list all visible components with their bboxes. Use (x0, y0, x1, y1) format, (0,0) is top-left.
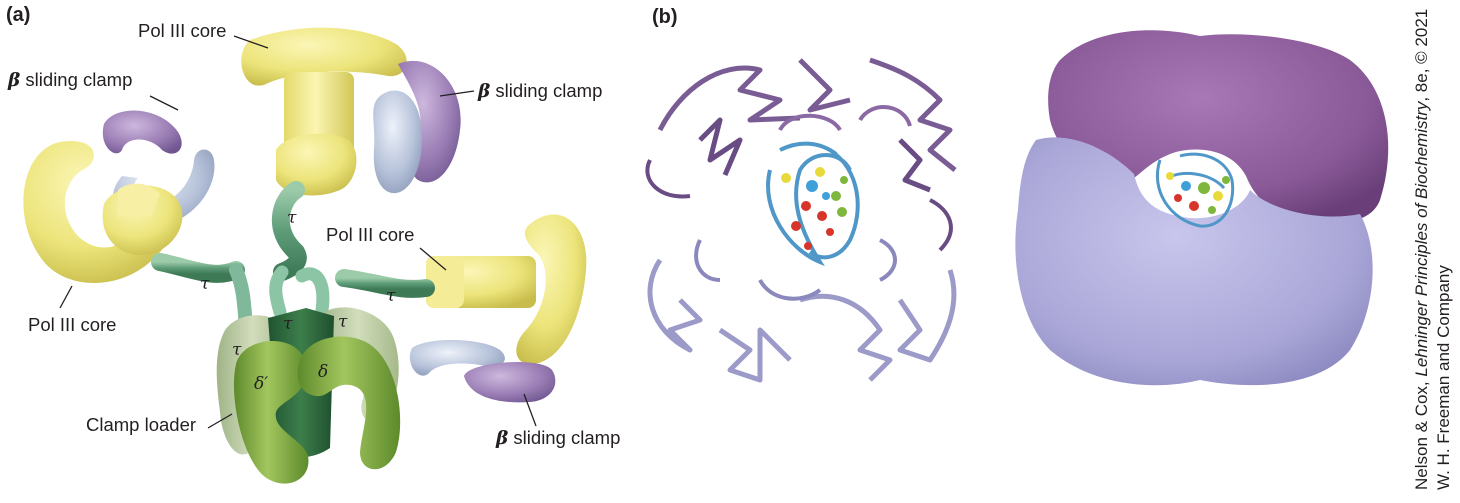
beta-symbol: β (496, 428, 509, 449)
delta-label: δ (318, 362, 329, 382)
label-beta-clamp-top-right: β sliding clamp (478, 80, 603, 102)
surface-dna-bases (1166, 172, 1230, 214)
panel-label-a: (a) (6, 4, 31, 26)
label-beta-clamp-top-left: β sliding clamp (8, 69, 133, 91)
pol-core-left (23, 141, 183, 283)
panel-b-ribbon-structure (645, 57, 957, 383)
label-pol-core-top: Pol III core (138, 20, 227, 41)
label-text: sliding clamp (490, 80, 603, 101)
panel-label-b: (b) (652, 6, 678, 28)
label-text: sliding clamp (20, 69, 133, 90)
pol-core-top (241, 27, 407, 196)
label-beta-clamp-bottom: β sliding clamp (496, 427, 621, 449)
tau-label-right-linker: τ (386, 286, 396, 306)
dna-bases (781, 167, 848, 250)
beta-symbol: β (8, 70, 21, 91)
credit-line: Nelson & Cox, Lehninger Principles of Bi… (1411, 9, 1455, 490)
credit-edition: , 8e, © 2021 (1412, 8, 1431, 102)
delta-prime-label: δ′ (254, 374, 269, 394)
tau-label-right-loader: τ (338, 312, 348, 332)
label-pol-core-right: Pol III core (326, 224, 415, 245)
panel-b-surface-structure (1015, 30, 1389, 386)
pol-core-right (426, 214, 587, 365)
clamp-ribbon-top (645, 57, 957, 252)
credit-authors: Nelson & Cox, (1412, 376, 1431, 490)
leader-lines (59, 35, 537, 429)
beta-clamp-top-right (373, 60, 461, 194)
label-pol-core-left: Pol III core (28, 314, 117, 335)
clamp-loader (216, 307, 401, 484)
label-clamp-loader: Clamp loader (86, 414, 197, 435)
panel-a-schematic (23, 27, 587, 484)
tau-label-upper: τ (287, 208, 297, 228)
credit-line-2: W. H. Freeman and Company (1434, 265, 1453, 490)
tau-label-center: τ (283, 314, 293, 334)
tau-label-left-loader: τ (232, 340, 242, 360)
dna-ribbon (766, 141, 860, 267)
tau-label-left-linker: τ (200, 274, 210, 294)
label-text: sliding clamp (508, 427, 621, 448)
beta-clamp-bottom-right (409, 339, 556, 403)
beta-symbol: β (478, 81, 491, 102)
credit-line-1: Nelson & Cox, Lehninger Principles of Bi… (1411, 9, 1433, 490)
clamp-ribbon-bottom (647, 238, 957, 383)
credit-title: Lehninger Principles of Biochemistry (1412, 101, 1431, 377)
